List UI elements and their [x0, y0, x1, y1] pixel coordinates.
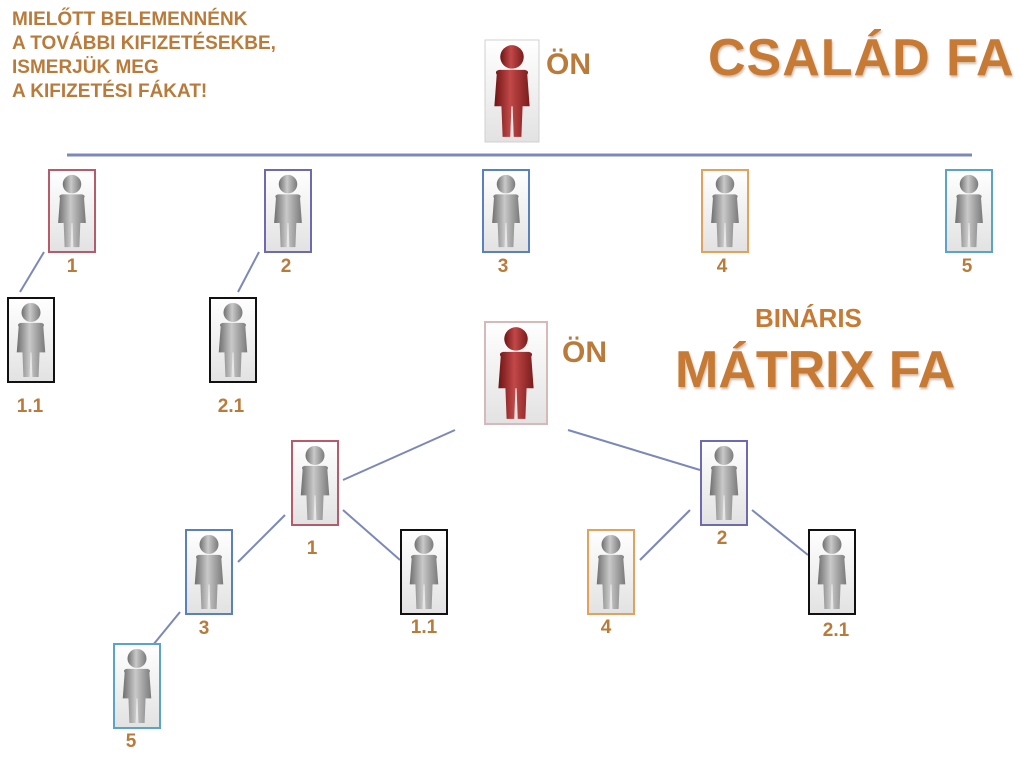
binary-node-card [700, 440, 748, 526]
person-head [62, 174, 82, 194]
connector-line [639, 509, 691, 561]
binary-node-card [587, 529, 635, 615]
person-head [500, 45, 524, 69]
family-member-card [701, 169, 749, 253]
person-body [194, 554, 224, 610]
person-body [955, 194, 983, 248]
family-submember-label: 1.1 [16, 396, 44, 417]
binary-tree-title: MÁTRIX FA [675, 341, 956, 399]
binary-node-card [808, 529, 856, 615]
person-body [58, 194, 86, 248]
binary-node-label: 5 [125, 731, 137, 752]
person-body [218, 322, 248, 378]
person-body [709, 465, 739, 521]
family-submember-card [209, 297, 257, 383]
family-member-card [264, 169, 312, 253]
person-head [414, 534, 434, 554]
person-cards [7, 39, 993, 729]
connector-line [19, 251, 45, 293]
family-member-label: 3 [497, 256, 509, 277]
family-member-label: 1 [66, 256, 78, 277]
binary-node-label: 2.1 [822, 620, 850, 641]
binary-tree-subtitle: BINÁRIS [755, 303, 862, 333]
person-head [199, 534, 219, 554]
binary-node-card [185, 529, 233, 615]
person-head [496, 174, 516, 194]
person-head [959, 174, 979, 194]
connector-line [567, 429, 701, 471]
person-body [409, 554, 439, 610]
binary-tree-you-card [484, 321, 548, 425]
connector-line [751, 509, 809, 556]
person-body [300, 465, 330, 521]
person-head [305, 445, 325, 465]
binary-node-label: 3 [198, 618, 210, 639]
person-head [504, 327, 528, 351]
person-head [822, 534, 842, 554]
connector-lines [19, 153, 972, 646]
binary-node-card [291, 440, 339, 526]
person-body [122, 668, 152, 724]
person-body [494, 69, 530, 137]
intro-line: ISMERJÜK MEG [12, 57, 159, 78]
person-head [714, 445, 734, 465]
family-tree-you-label: ÖN [546, 48, 591, 81]
intro-line: MIELŐTT BELEMENNÉNK [12, 9, 248, 30]
binary-node-label: 1 [306, 538, 318, 559]
person-body [492, 194, 520, 248]
family-member-label: 4 [716, 256, 728, 277]
person-head [715, 174, 735, 194]
binary-node-card [113, 643, 161, 729]
binary-node-label: 1.1 [410, 617, 438, 638]
intro-line: A TOVÁBBI KIFIZETÉSEKBE, [12, 33, 276, 54]
person-body [498, 351, 534, 419]
binary-node-label: 2 [716, 528, 728, 549]
connector-line [237, 251, 260, 293]
person-body [274, 194, 302, 248]
family-member-card [945, 169, 993, 253]
person-body [16, 322, 46, 378]
family-member-label: 2 [280, 256, 292, 277]
family-member-label: 5 [961, 256, 973, 277]
person-head [223, 302, 243, 322]
binary-tree-you-label: ÖN [562, 336, 607, 369]
binary-node-card [400, 529, 448, 615]
binary-node-label: 4 [600, 617, 612, 638]
family-submember-label: 2.1 [217, 396, 245, 417]
person-head [601, 534, 621, 554]
person-body [596, 554, 626, 610]
family-tree-you-card [484, 39, 540, 143]
connector-line [342, 509, 401, 561]
person-head [278, 174, 298, 194]
person-head [127, 648, 147, 668]
family-tree-title: CSALÁD FA [708, 29, 1015, 87]
intro-text: MIELŐTT BELEMENNÉNK A TOVÁBBI KIFIZETÉSE… [12, 8, 276, 104]
person-body [817, 554, 847, 610]
family-member-card [482, 169, 530, 253]
intro-line: A KIFIZETÉSI FÁKAT! [12, 81, 208, 102]
family-submember-card [7, 297, 55, 383]
connector-line [237, 514, 286, 563]
person-head [21, 302, 41, 322]
family-member-card [48, 169, 96, 253]
connector-line [342, 429, 456, 481]
person-body [711, 194, 739, 248]
connector-line [152, 611, 181, 646]
